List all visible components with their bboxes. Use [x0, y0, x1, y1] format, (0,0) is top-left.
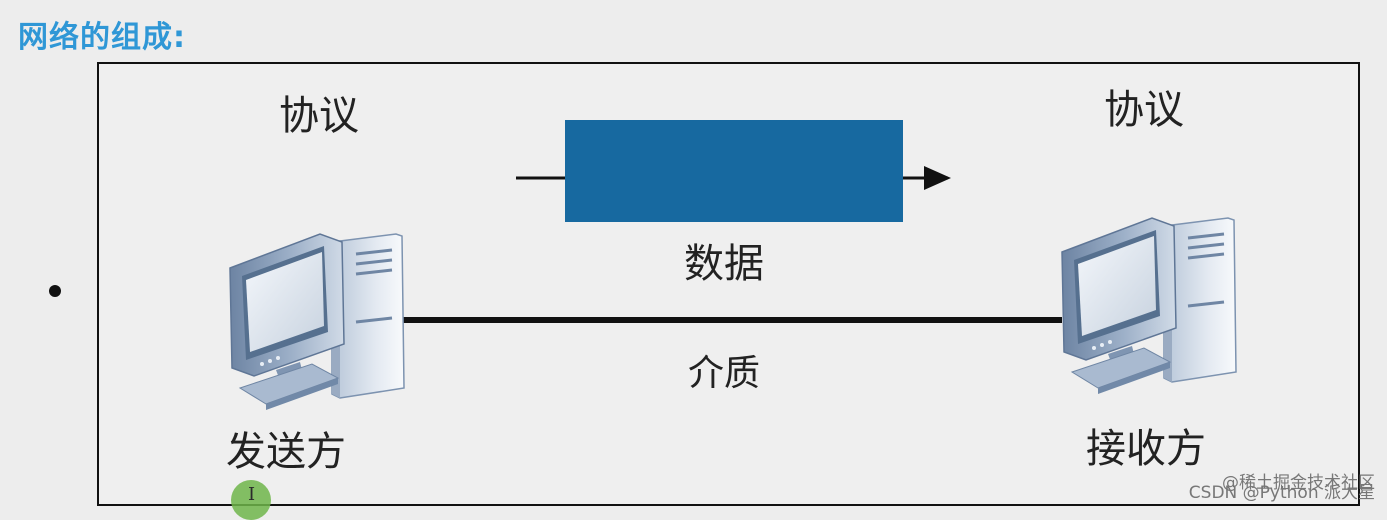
- bullet-point: [49, 285, 61, 297]
- medium-label: 介质: [688, 353, 761, 394]
- sender-label: 发送方: [226, 429, 346, 475]
- data-block: [565, 120, 903, 222]
- text-cursor-glyph: I: [248, 484, 256, 505]
- receiver-computer-icon: [1061, 217, 1237, 394]
- watermark-juejin: @稀土掘金技术社区: [1222, 473, 1375, 493]
- page-title: 网络的组成:: [18, 20, 186, 55]
- receiver-protocol-label: 协议: [1104, 87, 1184, 133]
- watermark-csdn: CSDN @Python 派大星: [1188, 483, 1375, 503]
- data-label: 数据: [684, 241, 764, 287]
- sender-protocol-label: 协议: [279, 93, 359, 139]
- receiver-label: 接收方: [1086, 426, 1206, 472]
- sender-computer-icon: [229, 233, 405, 410]
